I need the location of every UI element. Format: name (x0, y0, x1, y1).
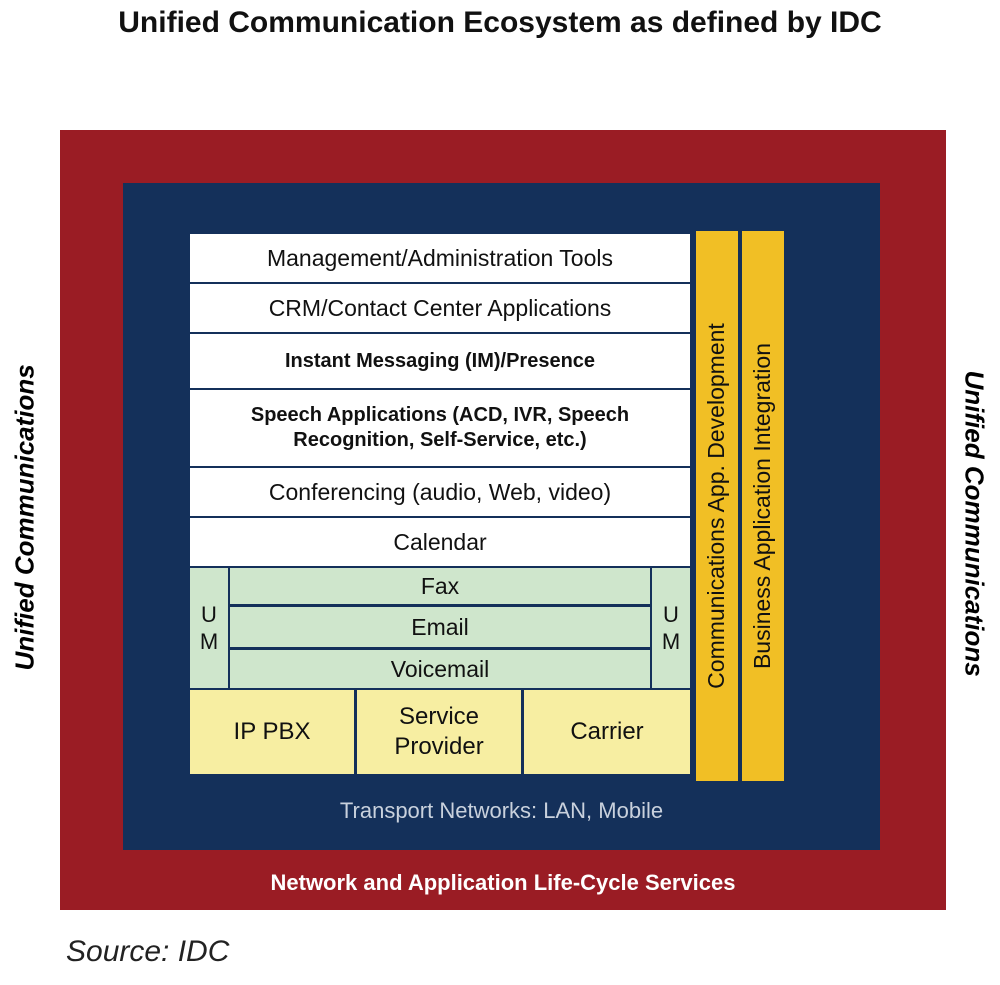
layer-instant-messaging: Instant Messaging (IM)/Presence (190, 334, 690, 388)
um-fax-label: Fax (420, 572, 460, 599)
transport-networks-label: Transport Networks: LAN, Mobile (339, 798, 664, 823)
layer-conferencing-label: Conferencing (audio, Web, video) (268, 478, 612, 505)
layer-crm-label: CRM/Contact Center Applications (268, 294, 612, 321)
um-right-u: U (663, 601, 679, 627)
unified-communications-right-label: Unified Communications (959, 370, 990, 677)
um-right-m: M (661, 629, 681, 654)
platform-service-label-line2: Provider (394, 733, 484, 760)
um-email-label: Email (411, 613, 469, 640)
layer-speech-label-line2: Recognition, Self-Service, etc.) (293, 429, 587, 451)
um-right-block: U M (652, 568, 690, 688)
layer-calendar-label: Calendar (393, 528, 487, 555)
layer-management-tools: Management/Administration Tools (190, 234, 690, 282)
diagram-title: Unified Communication Ecosystem as defin… (118, 6, 882, 39)
layer-conferencing: Conferencing (audio, Web, video) (190, 468, 690, 516)
layer-speech-applications: Speech Applications (ACD, IVR, Speech Re… (190, 390, 690, 466)
um-voicemail-label: Voicemail (390, 655, 490, 682)
unified-communications-left-label: Unified Communications (9, 364, 40, 671)
um-email: Email (230, 607, 650, 647)
layer-im-label: Instant Messaging (IM)/Presence (284, 349, 596, 372)
layer-speech-label-line1: Speech Applications (ACD, IVR, Speech (250, 404, 630, 426)
layer-crm-contact-center: CRM/Contact Center Applications (190, 284, 690, 332)
platform-service-label-line1: Service (398, 703, 480, 730)
um-left-block: U M (190, 568, 228, 688)
platform-carrier-label: Carrier (570, 718, 644, 745)
column-comm-dev-label: Communications App. Development (703, 323, 729, 689)
layer-calendar: Calendar (190, 518, 690, 566)
column-communications-app-development (696, 231, 738, 781)
platform-carrier: Carrier (524, 690, 690, 774)
um-left-m: M (199, 629, 219, 654)
platform-service-provider: Service Provider (357, 690, 521, 774)
platform-ip-pbx: IP PBX (190, 690, 354, 774)
um-left-u: U (201, 601, 217, 627)
column-business-application-integration (742, 231, 784, 781)
um-voicemail: Voicemail (230, 650, 650, 688)
platform-ip-pbx-label: IP PBX (233, 718, 311, 745)
source-citation: Source: IDC (66, 935, 230, 968)
um-fax: Fax (230, 568, 650, 604)
column-biz-integration-label: Business Application Integration (749, 342, 775, 670)
lifecycle-services-label: Network and Application Life-Cycle Servi… (270, 870, 736, 895)
layer-management-label: Management/Administration Tools (266, 244, 614, 271)
